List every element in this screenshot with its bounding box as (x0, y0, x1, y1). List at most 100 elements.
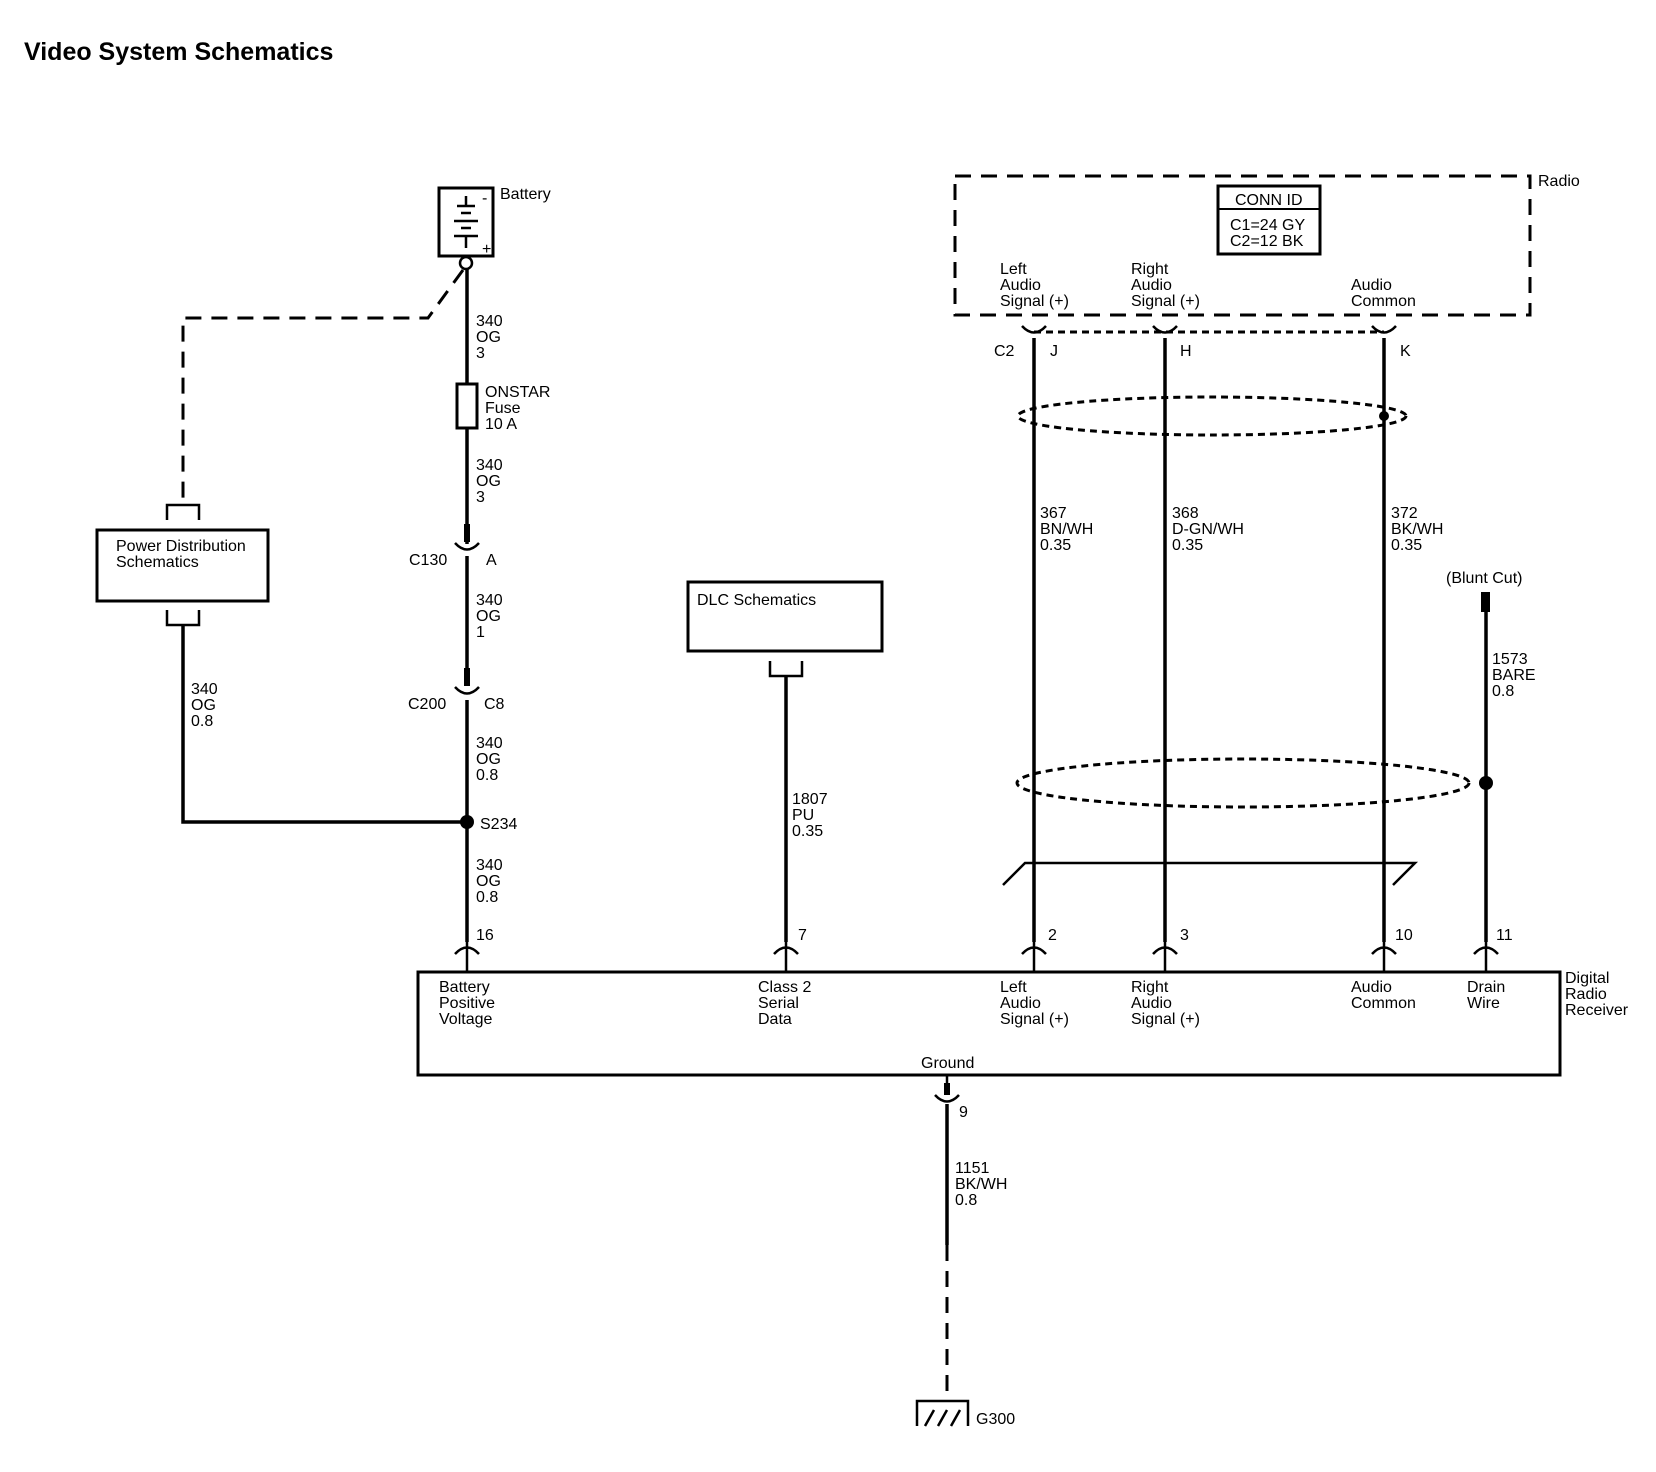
receiver-pin-9: 9 (959, 1104, 968, 1121)
fuse-label-1: ONSTAR (485, 384, 550, 401)
svg-text:Common: Common (1351, 293, 1416, 310)
svg-text:BARE: BARE (1492, 667, 1536, 684)
svg-text:0.8: 0.8 (1492, 683, 1514, 700)
wire-label-common: 372 BK/WH 0.35 (1391, 505, 1443, 554)
battery-neg-label: - (482, 190, 487, 207)
receiver-pin-11: 11 (1496, 927, 1513, 944)
svg-text:340: 340 (476, 857, 503, 874)
onstar-fuse (455, 382, 479, 430)
svg-text:Receiver: Receiver (1565, 1002, 1629, 1019)
wire-label-left: 367 BN/WH 0.35 (1040, 505, 1093, 554)
battery: - + Battery (437, 186, 551, 271)
svg-text:A: A (486, 552, 497, 569)
wire-label-w3: 340 OG 1 (476, 592, 503, 641)
wire-label-right: 368 D-GN/WH 0.35 (1172, 505, 1244, 554)
svg-text:1151: 1151 (955, 1160, 990, 1177)
wire-label-pd: 340 OG 0.8 (191, 681, 218, 730)
svg-text:Audio: Audio (1351, 979, 1392, 996)
radio-pin-k: K (1400, 343, 1411, 360)
svg-text:BK/WH: BK/WH (1391, 521, 1443, 538)
receiver-label-right-audio: Right Audio Signal (+) (1131, 979, 1200, 1028)
svg-text:Schematics: Schematics (116, 554, 199, 571)
svg-text:Power Distribution: Power Distribution (116, 538, 246, 555)
svg-text:0.8: 0.8 (191, 713, 213, 730)
blunt-cut-label: (Blunt Cut) (1446, 570, 1522, 587)
radio-pin-common-label: Audio Common (1351, 277, 1416, 310)
svg-text:C2=12 BK: C2=12 BK (1230, 233, 1304, 250)
receiver-ground-label: Ground (921, 1055, 974, 1072)
wire-power-dist (181, 625, 467, 824)
svg-text:Digital: Digital (1565, 970, 1609, 987)
svg-text:340: 340 (476, 457, 503, 474)
fuse-label-2: Fuse (485, 400, 521, 417)
receiver-label-left-audio: Left Audio Signal (+) (1000, 979, 1069, 1028)
shield-ellipse-lower (1015, 757, 1471, 809)
receiver-name: Digital Radio Receiver (1565, 970, 1629, 1019)
svg-text:1807: 1807 (792, 791, 828, 808)
svg-text:C200: C200 (408, 696, 446, 713)
svg-text:0.8: 0.8 (476, 889, 498, 906)
wire-label-w1: 340 OG 3 (476, 313, 503, 362)
svg-text:Battery: Battery (439, 979, 490, 996)
wire-label-w4: 340 OG 0.8 (476, 735, 503, 784)
svg-text:0.35: 0.35 (792, 823, 823, 840)
svg-text:DLC Schematics: DLC Schematics (697, 592, 816, 609)
radio-pin-left-label: Left Audio Signal (+) (1000, 261, 1069, 310)
svg-text:Serial: Serial (758, 995, 799, 1012)
svg-text:BK/WH: BK/WH (955, 1176, 1007, 1193)
dlc-schematics-box[interactable]: DLC Schematics (686, 580, 884, 678)
svg-text:Signal (+): Signal (+) (1000, 293, 1069, 310)
receiver-pin-16: 16 (476, 927, 494, 944)
ground-symbol (915, 1399, 970, 1427)
svg-text:0.35: 0.35 (1172, 537, 1203, 554)
svg-text:Right: Right (1131, 261, 1169, 278)
svg-text:3: 3 (476, 489, 485, 506)
svg-text:3: 3 (476, 345, 485, 362)
svg-text:Audio: Audio (1000, 277, 1041, 294)
power-dist-dashed-link (181, 269, 465, 500)
svg-text:368: 368 (1172, 505, 1199, 522)
splice-s234-label: S234 (480, 816, 517, 833)
svg-text:Signal (+): Signal (+) (1131, 293, 1200, 310)
connector-c200: C200 C8 (408, 668, 505, 713)
twisted-pair-marker (1002, 861, 1419, 886)
wire-label-w2: 340 OG 3 (476, 457, 503, 506)
ground-g300-label: G300 (976, 1411, 1015, 1428)
svg-text:Signal (+): Signal (+) (1000, 1011, 1069, 1028)
wire-label-drain: 1573 BARE 0.8 (1492, 651, 1536, 700)
conn-id-box: CONN ID C1=24 GY C2=12 BK (1216, 184, 1322, 256)
svg-text:367: 367 (1040, 505, 1067, 522)
svg-text:0.8: 0.8 (955, 1192, 977, 1209)
svg-text:340: 340 (191, 681, 218, 698)
svg-text:Positive: Positive (439, 995, 495, 1012)
receiver-terminals (454, 942, 1499, 972)
svg-text:Class 2: Class 2 (758, 979, 811, 996)
receiver-label-drain: Drain Wire (1467, 979, 1505, 1012)
radio-label: Radio (1538, 173, 1580, 190)
svg-text:Signal (+): Signal (+) (1131, 1011, 1200, 1028)
receiver-pin-2: 2 (1048, 927, 1057, 944)
svg-text:Audio: Audio (1000, 995, 1041, 1012)
svg-text:Data: Data (758, 1011, 792, 1028)
svg-text:Audio: Audio (1131, 995, 1172, 1012)
svg-text:Common: Common (1351, 995, 1416, 1012)
svg-text:0.8: 0.8 (476, 767, 498, 784)
svg-text:0.35: 0.35 (1391, 537, 1422, 554)
svg-text:C1=24 GY: C1=24 GY (1230, 217, 1305, 234)
power-distribution-box[interactable]: Power Distribution Schematics (95, 503, 270, 627)
battery-label: Battery (500, 186, 551, 203)
connector-c2-label: C2 (994, 343, 1015, 360)
radio-module (953, 174, 1532, 317)
svg-text:C130: C130 (409, 552, 447, 569)
svg-text:OG: OG (191, 697, 216, 714)
svg-text:Left: Left (1000, 261, 1027, 278)
fuse-label-3: 10 A (485, 416, 517, 433)
svg-text:1: 1 (476, 624, 485, 641)
receiver-pin-10: 10 (1395, 927, 1413, 944)
svg-text:OG: OG (476, 608, 501, 625)
digital-radio-receiver (416, 970, 1562, 1077)
receiver-label-battery: Battery Positive Voltage (439, 979, 495, 1028)
page-title: Video System Schematics (24, 38, 334, 66)
svg-text:Left: Left (1000, 979, 1027, 996)
